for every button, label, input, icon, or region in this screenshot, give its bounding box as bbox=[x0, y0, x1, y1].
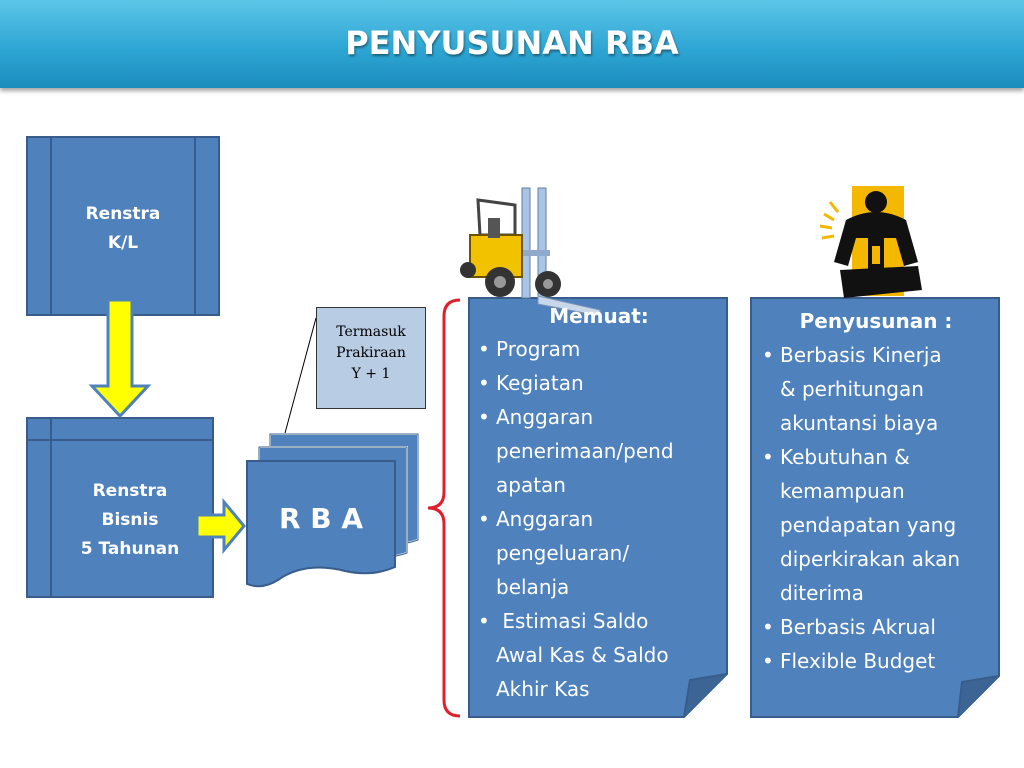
callout-line1: Termasuk bbox=[336, 324, 406, 340]
callout-leader-line bbox=[280, 317, 317, 449]
callout-line3: Y + 1 bbox=[351, 366, 391, 382]
termasuk-callout: Termasuk Prakiraan Y + 1 bbox=[316, 307, 426, 409]
renstra-bisnis-line3: 5 Tahunan bbox=[80, 539, 180, 559]
right-arrow bbox=[195, 497, 246, 555]
penyusunan-heading: Penyusunan : bbox=[799, 309, 953, 333]
memuat-heading: Memuat: bbox=[549, 304, 649, 328]
list-item: Program bbox=[472, 332, 726, 366]
title-bar bbox=[0, 0, 1024, 88]
list-item: Estimasi Saldo Awal Kas & Saldo Akhir Ka… bbox=[472, 604, 726, 706]
renstra-kl-line2: K/L bbox=[107, 233, 139, 253]
list-item: Berbasis Akrual bbox=[756, 610, 996, 644]
renstra-bisnis-line2: Bisnis bbox=[101, 510, 159, 530]
list-item: Kegiatan bbox=[472, 366, 726, 400]
renstra-kl-line1: Renstra bbox=[85, 204, 161, 224]
memuat-content: Memuat: Program Kegiatan Anggaran peneri… bbox=[472, 300, 726, 706]
forklift-icon bbox=[460, 187, 601, 317]
jackhammer-worker-icon bbox=[819, 186, 922, 298]
list-item: Anggaran pengeluaran/ belanja bbox=[472, 502, 726, 604]
penyusunan-list: Berbasis Kinerja & perhitungan akuntansi… bbox=[756, 338, 996, 678]
renstra-bisnis-line1: Renstra bbox=[92, 481, 168, 501]
list-item: Flexible Budget bbox=[756, 644, 996, 678]
callout-line2: Prakiraan bbox=[336, 345, 406, 361]
list-item: Kebutuhan & kemampuan pendapatan yang di… bbox=[756, 440, 996, 610]
rba-label: R B A bbox=[278, 502, 364, 535]
list-item: Anggaran penerimaan/pend apatan bbox=[472, 400, 726, 502]
page-title: PENYUSUNAN RBA bbox=[345, 24, 679, 62]
down-arrow bbox=[88, 298, 152, 419]
memuat-list: Program Kegiatan Anggaran penerimaan/pen… bbox=[472, 332, 726, 706]
renstra-kl-box: Renstra K/L bbox=[26, 136, 220, 316]
red-bracket bbox=[427, 298, 461, 718]
list-item: Berbasis Kinerja & perhitungan akuntansi… bbox=[756, 338, 996, 440]
penyusunan-content: Penyusunan : Berbasis Kinerja & perhitun… bbox=[756, 304, 996, 678]
rba-document-stack bbox=[246, 433, 419, 588]
